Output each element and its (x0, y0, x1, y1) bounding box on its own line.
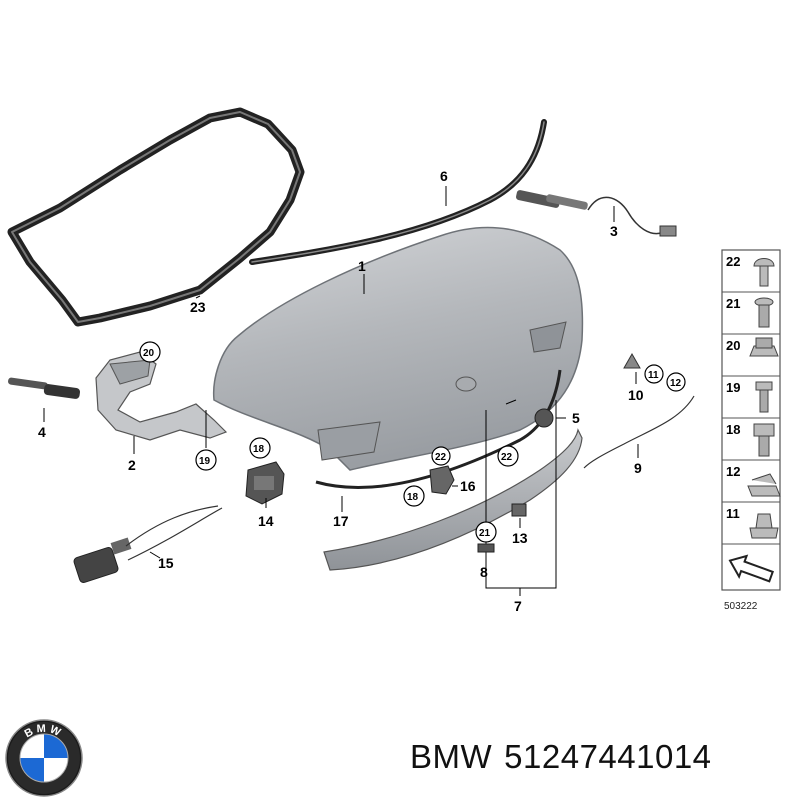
nut-icon (749, 337, 779, 357)
legend-item-11: 11 (726, 506, 740, 521)
logo-text: BMW (23, 723, 63, 741)
release-button-part (534, 408, 554, 428)
callout-9: 9 (634, 460, 642, 476)
license-light-part (477, 543, 495, 553)
diagram-reference: 503222 (724, 601, 758, 612)
callout-3: 3 (610, 223, 618, 239)
arrow-icon (728, 554, 775, 583)
callout-5: 5 (572, 410, 580, 426)
lock-part (245, 461, 285, 505)
fastener-legend: 22 21 20 19 18 12 11 (721, 249, 781, 591)
gas-strut-part (8, 377, 81, 399)
trunk-lid-part (212, 226, 584, 471)
circled-22-bracket: 22 (501, 452, 513, 463)
legend-item-20: 20 (726, 338, 740, 353)
callout-2: 2 (128, 457, 136, 473)
legend-item-21: 21 (726, 296, 740, 311)
brand-part-line: BMW 51247441014 (410, 738, 724, 776)
callout-23: 23 (190, 299, 206, 315)
callout-6: 6 (440, 168, 448, 184)
circled-11: 11 (648, 370, 659, 381)
emergency-release-part (583, 352, 695, 469)
callout-8: 8 (480, 564, 488, 580)
callout-13: 13 (512, 530, 528, 546)
screw-icon (753, 423, 775, 457)
hex-bolt-icon (755, 381, 773, 413)
callout-1: 1 (358, 258, 366, 274)
callout-17: 17 (333, 513, 349, 529)
trim-strip-part (323, 428, 583, 571)
callout-16: 16 (460, 478, 476, 494)
hinge-part (95, 351, 228, 441)
lid-lift-sensor-part (515, 190, 677, 237)
legend-item-12: 12 (726, 464, 740, 479)
legend-item-22: 22 (726, 254, 740, 269)
spring-clip-icon (749, 513, 779, 539)
svg-text:BMW: BMW (23, 723, 66, 741)
legend-item-19: 19 (726, 380, 740, 395)
circled-18-lock: 18 (253, 444, 265, 455)
bracket-clip-icon (747, 473, 781, 497)
circled-20: 20 (143, 348, 155, 359)
part-number: 51247441014 (504, 738, 712, 775)
brand-name: BMW (410, 738, 493, 775)
callout-15: 15 (158, 555, 174, 571)
circled-19: 19 (199, 456, 211, 467)
circled-22-striker: 22 (435, 452, 447, 463)
legend-item-18: 18 (726, 422, 740, 437)
seal-strip-part (249, 119, 547, 265)
circled-21: 21 (479, 528, 491, 539)
camera-part (511, 503, 527, 517)
callout-14: 14 (258, 513, 274, 529)
callout-10: 10 (628, 387, 644, 403)
bolt-icon (754, 297, 774, 328)
callout-7: 7 (514, 598, 522, 614)
trunk-seal-part (7, 107, 305, 327)
circled-12: 12 (670, 378, 682, 389)
parts-diagram: 23 6 3 1 17 4 2 20 19 (7, 107, 781, 614)
circled-18-striker: 18 (407, 492, 419, 503)
bmw-logo: BMW (5, 719, 83, 797)
clip-icon (753, 258, 775, 287)
actuator-part (73, 505, 223, 584)
striker-part (429, 465, 455, 495)
callout-4: 4 (38, 424, 46, 440)
